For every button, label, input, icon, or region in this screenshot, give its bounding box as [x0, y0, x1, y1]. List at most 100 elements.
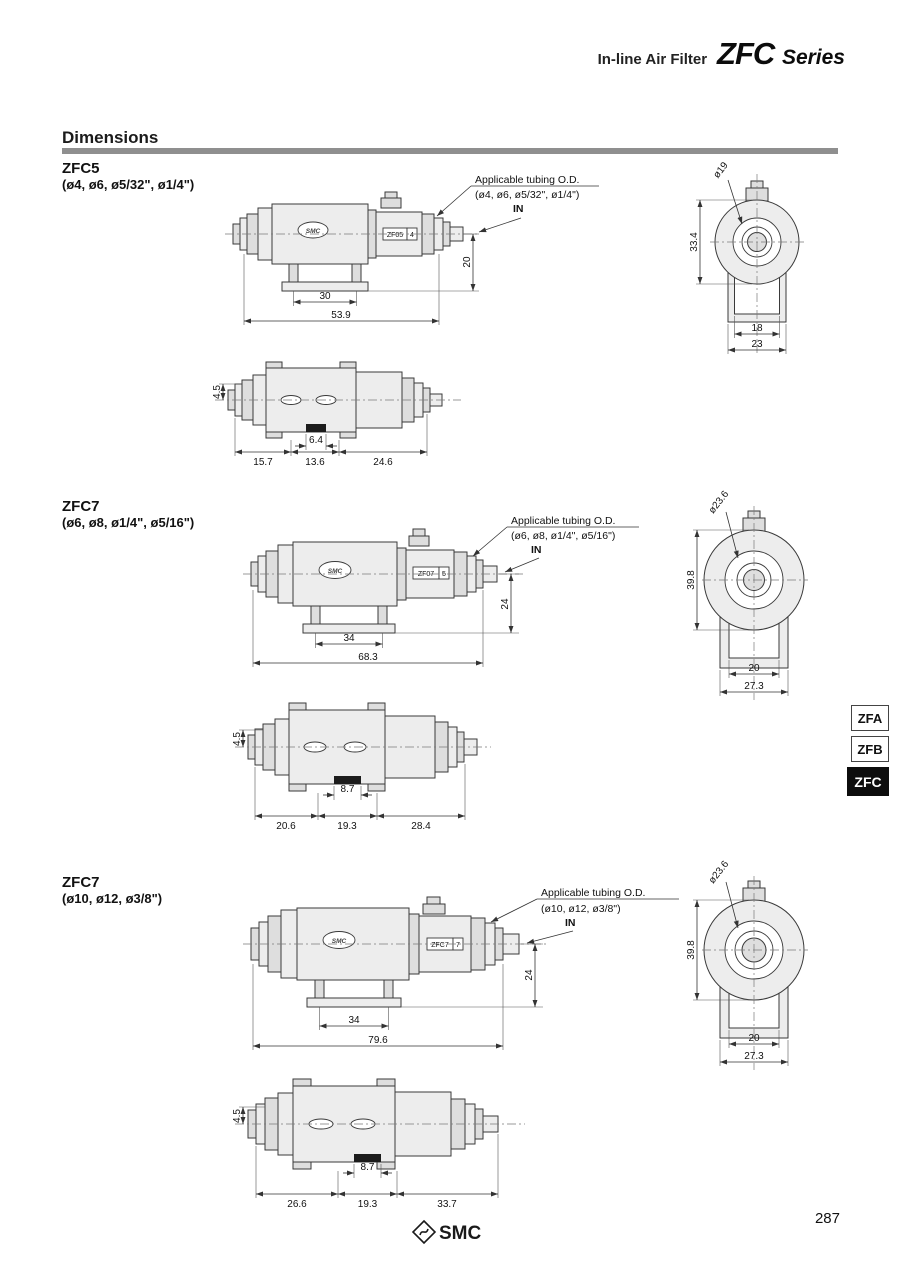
- dim-value: 24: [500, 598, 511, 610]
- tubing-note-title: Applicable tubing O.D.: [541, 887, 645, 899]
- dim-value: 19.3: [358, 1199, 378, 1210]
- dim-value: 4.5: [212, 385, 223, 399]
- filter-slot: [334, 776, 361, 784]
- dim-value: 27.3: [744, 681, 764, 692]
- dim-value: 39.8: [686, 570, 697, 590]
- dim-value: 6.4: [309, 435, 323, 446]
- dim-slot-width: 8.7: [323, 784, 372, 800]
- series-title: ZFC Series: [717, 36, 845, 72]
- dim-bracket-inner: 20: [728, 1030, 780, 1048]
- dim-value: 26.6: [287, 1199, 307, 1210]
- tubing-note: Applicable tubing O.D. (ø6, ø8, ø1/4", ø…: [472, 515, 639, 573]
- dim-value: 18: [751, 323, 763, 334]
- dim-value: 8.7: [361, 1162, 375, 1173]
- dim-value: 23: [751, 339, 763, 350]
- mounting-bracket: [302, 605, 396, 634]
- model-3-title: ZFC7 (ø10, ø12, ø3/8"): [62, 874, 162, 907]
- tab-zfb: ZFB: [851, 736, 889, 762]
- zfc7-large-end-view: ø23.6 39.8 20 27.3: [686, 859, 808, 1070]
- zfc7-side-view: SMC ZF07 5 34 68.3 24: [243, 515, 639, 667]
- zfc7-large-side-view: SMC ZFC7 7 34 79.6 24: [243, 887, 679, 1050]
- dim-slot-width: 6.4: [295, 434, 337, 450]
- dim-value: 15.7: [253, 457, 273, 468]
- dimensions-heading: Dimensions: [62, 128, 159, 147]
- model-marking: ZF05: [387, 232, 403, 239]
- dim-bottom-offset: 4.5: [232, 729, 263, 747]
- body-brand-mark: SMC: [328, 568, 343, 575]
- dim-value: 20: [748, 663, 760, 674]
- dim-port-height: 24: [395, 573, 519, 634]
- dim-value: 27.3: [744, 1051, 764, 1062]
- dim-value: 20: [462, 256, 473, 268]
- section-divider: [62, 148, 838, 154]
- flow-direction-label: IN: [513, 203, 524, 215]
- dim-bracket-outer: 27.3: [719, 1040, 789, 1066]
- dim-port-height: 20: [368, 233, 479, 292]
- tubing-note-sizes: (ø4, ø6, ø5/32", ø1/4"): [475, 189, 579, 201]
- dim-end-height: 33.4: [689, 199, 752, 285]
- dim-value: 24.6: [373, 457, 393, 468]
- dim-value: ø19: [711, 160, 731, 181]
- dim-value: 34: [348, 1015, 360, 1026]
- dim-value: 24: [524, 969, 535, 981]
- tubing-note-sizes: (ø6, ø8, ø1/4", ø5/16"): [511, 530, 615, 542]
- dim-bottom-offset: 4.5: [212, 383, 242, 400]
- dim-value: 33.4: [689, 232, 700, 252]
- dim-bracket-inner: 18: [734, 316, 780, 338]
- mounting-bracket: [281, 263, 369, 292]
- body-brand-mark: SMC: [332, 938, 347, 945]
- dim-bracket-pitch: 34: [315, 633, 383, 648]
- dim-bottom-segments: 15.7 13.6 24.6: [234, 414, 428, 468]
- dim-value: 33.7: [437, 1199, 457, 1210]
- dim-value: 28.4: [411, 821, 431, 832]
- dim-value: 19.3: [337, 821, 357, 832]
- dim-end-height: 39.8: [686, 529, 749, 631]
- dim-slot-width: 8.7: [343, 1162, 392, 1178]
- size-marking: 5: [442, 571, 446, 578]
- model-sizes: (ø4, ø6, ø5/32", ø1/4"): [62, 177, 195, 193]
- flow-direction-label: IN: [565, 917, 576, 929]
- dim-bracket-pitch: 30: [293, 291, 357, 306]
- size-marking: 4: [410, 232, 414, 239]
- release-button: [422, 896, 446, 915]
- dim-value: ø23.6: [707, 859, 732, 886]
- dim-bracket-outer: 27.3: [719, 670, 789, 696]
- dim-value: 79.6: [368, 1035, 388, 1046]
- filter-slot: [306, 424, 326, 432]
- model-1-title: ZFC5 (ø4, ø6, ø5/32", ø1/4"): [62, 160, 194, 193]
- dim-value: 34: [343, 633, 355, 644]
- tubing-note-sizes: (ø10, ø12, ø3/8"): [541, 903, 621, 915]
- model-marking: ZFC7: [431, 942, 449, 949]
- zfc5-side-view: SMC ZF05 4 30 53.9 20: [225, 174, 599, 325]
- dim-value: 20.6: [276, 821, 296, 832]
- dim-bottom-offset: 4.5: [232, 1106, 265, 1124]
- dim-value: 4.5: [232, 732, 243, 746]
- size-marking: 7: [456, 942, 460, 949]
- zfc7-large-bottom-view: 4.5 8.7 26.6 19.3 33.7: [232, 1078, 525, 1210]
- tab-zfa: ZFA: [851, 705, 889, 731]
- zfc5-end-view: ø19 33.4 18 23: [689, 160, 804, 354]
- product-title: In-line Air Filter: [597, 51, 708, 68]
- dim-value: 8.7: [341, 784, 355, 795]
- zfc7-bottom-view: 4.5 8.7 20.6 19.3 28.4: [232, 702, 491, 832]
- dim-value: 39.8: [686, 940, 697, 960]
- model-sizes: (ø6, ø8, ø1/4", ø5/16"): [62, 515, 195, 531]
- release-button: [408, 528, 430, 547]
- page-number: 287: [814, 1210, 840, 1227]
- model-name: ZFC7: [62, 498, 100, 515]
- dim-value: 30: [319, 291, 331, 302]
- model-name: ZFC7: [62, 874, 100, 891]
- dim-bracket-pitch: 34: [319, 1007, 389, 1030]
- dim-value: 13.6: [305, 457, 325, 468]
- dim-bracket-inner: 20: [728, 660, 780, 678]
- filter-slot: [354, 1154, 381, 1162]
- dim-overall-length: 68.3: [252, 590, 484, 667]
- dim-bottom-segments: 26.6 19.3 33.7: [255, 1134, 499, 1210]
- model-sizes: (ø10, ø12, ø3/8"): [62, 891, 163, 907]
- tubing-note-title: Applicable tubing O.D.: [475, 174, 579, 186]
- model-marking: ZF07: [418, 571, 434, 578]
- dim-overall-length: 53.9: [243, 254, 440, 325]
- tab-zfc: ZFC: [847, 767, 889, 796]
- dim-end-height: 39.8: [686, 899, 749, 1001]
- release-button: [380, 191, 402, 209]
